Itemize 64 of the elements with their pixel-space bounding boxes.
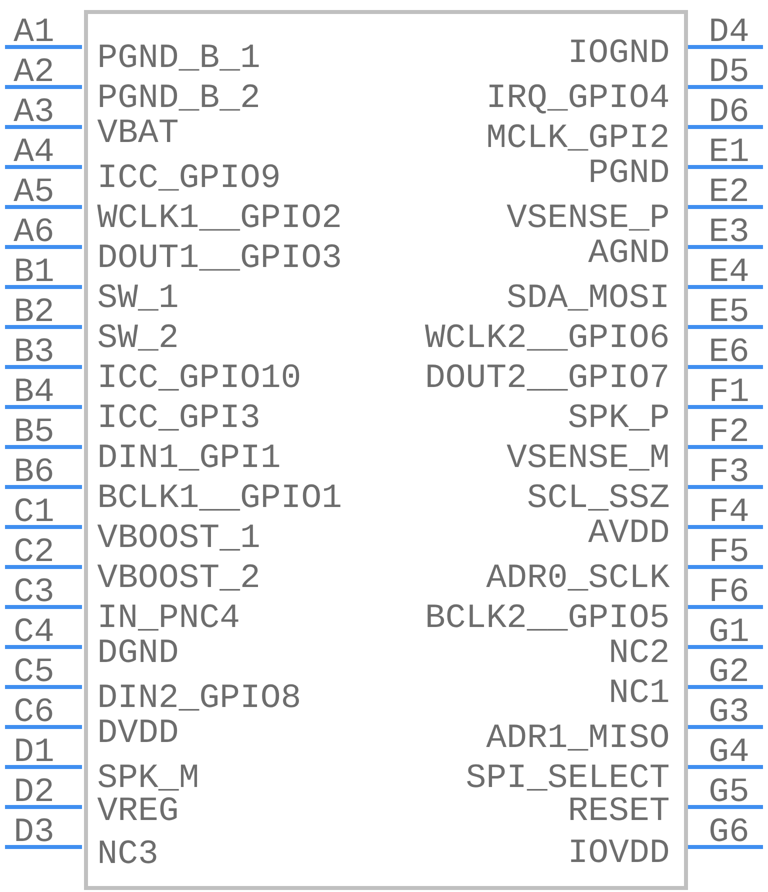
pin-name: ICC_GPIO9 [100,164,278,191]
pin-name: NC1 [611,679,668,702]
pin-number: B6 [16,458,52,482]
pin-name: SCL_SSZ [528,484,669,511]
pin-name: ADR0_SCLK [486,564,670,591]
pin-number: D3 [16,818,52,842]
pin-name: PGND [590,159,668,182]
pin-name: IOGND [571,39,668,62]
pin-name: BCLK2__GPIO5 [428,604,668,631]
pin-number: A3 [14,98,52,122]
pin-name: DVDD [100,720,178,742]
ic-body [84,10,688,890]
pin-name: ICC_GPI3 [100,404,258,431]
pin-name: IOVDD [571,839,668,862]
pin-name: DIN2_GPIO8 [100,684,299,711]
pin-name: MCLK_GPI2 [488,124,668,151]
pin-name: SW_2 [98,324,176,351]
pin-number: C1 [15,498,53,522]
pin-number: A2 [14,58,52,81]
pin-name: SPK_P [569,404,668,431]
pin-name: DGND [100,639,178,662]
pin-number: A6 [14,218,52,242]
pin-name: VSENSE_P [506,204,668,231]
pin-name: VSENSE_M [506,444,668,471]
pin-name: WCLK2__GPIO6 [424,324,668,351]
pin-number: B4 [16,378,53,401]
pin-number: A5 [14,178,52,202]
pin-name: RESET [570,797,668,820]
pin-number: C4 [15,618,53,642]
pin-name: VREG [97,797,177,820]
pin-name: BCLK1__GPIO1 [100,484,340,511]
pin-number: C5 [15,658,52,682]
pin-name: AGND [588,239,668,262]
pin-name: IN_PNC4 [100,604,238,631]
pin-number: A4 [14,138,53,161]
pin-name: PGND_B_2 [100,84,258,111]
pin-name: SPI_SELECT [467,764,668,791]
pin-name: SW_1 [98,284,178,311]
pin-number: B3 [16,338,52,362]
pin-name: DOUT1__GPIO3 [100,244,340,271]
pin-name: NC3 [100,840,156,864]
pin-number: A1 [14,18,53,41]
pin-number: B1 [16,258,53,281]
pin-number: C6 [15,698,52,722]
pin-name: WCLK1__GPIO2 [97,204,340,231]
pin-name: ICC_GPIO10 [100,364,300,391]
pin-name: NC2 [611,639,668,662]
pin-name: VBOOST_1 [97,524,259,551]
pin-number: D1 [16,738,53,761]
pin-name: SDA_MOSI [508,284,666,311]
pin-name: DIN1_GPI1 [100,444,280,471]
pin-name: AVDD [588,520,668,542]
pin-name: IRQ_GPIO4 [490,84,668,114]
pin-name: PGND_B_1 [100,44,259,71]
pin-name: SPK_M [98,764,198,791]
pin-name: ADR1_MISO [486,724,668,751]
pin-number: C2 [15,538,52,562]
pin-name: VBAT [97,120,178,142]
pin-name: VBOOST_2 [97,564,258,591]
pin-number: D2 [16,778,52,801]
pin-number: B5 [16,418,52,442]
pin-number: C3 [15,578,52,602]
pin-number: B2 [16,298,52,321]
pin-name: DOUT2__GPIO7 [428,364,668,391]
